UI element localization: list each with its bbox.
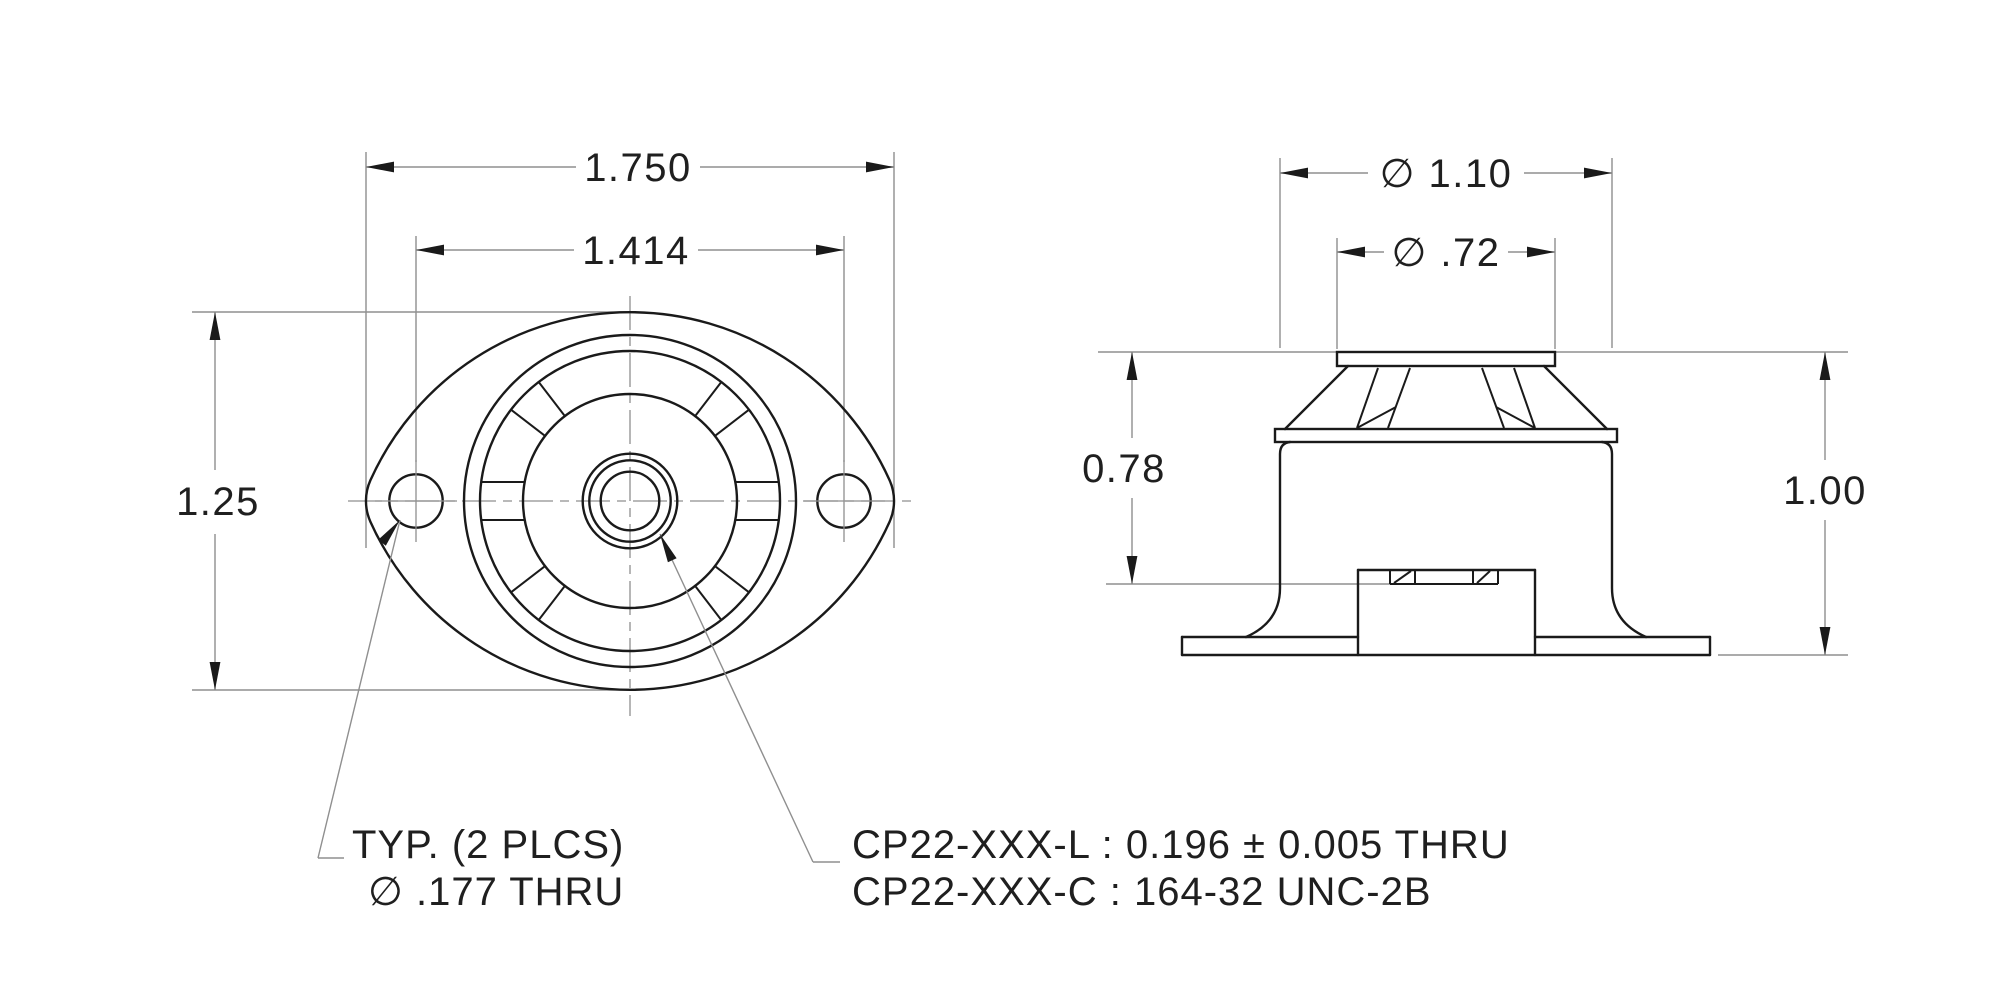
dim-hole-spacing: 1.414 (415, 229, 845, 462)
dim-side-overall-height: 1.00 (1783, 352, 1867, 655)
height-extension-lines (1098, 351, 1848, 656)
flange-outline (364, 311, 896, 691)
center-hole (581, 452, 679, 550)
body-circles (462, 333, 798, 669)
side-view: ∅ 1.10 ∅ .72 0.78 (1082, 152, 1867, 657)
front-view-centerlines (348, 296, 912, 716)
dim-flange-od-label: ∅ 1.10 (1380, 152, 1513, 196)
dim-cap-od-label: ∅ .72 (1391, 231, 1500, 275)
dim-hole-spacing-label: 1.414 (582, 229, 690, 273)
threaded-boss (1356, 568, 1537, 657)
side-view-part (1180, 350, 1712, 657)
dim-cap-od: ∅ .72 (1336, 231, 1556, 349)
cap (1335, 350, 1557, 368)
leader-hole-note: TYP. (2 PLCS) ∅ .177 THRU (317, 519, 624, 914)
base-plate (1180, 635, 1712, 657)
front-view: 1.750 1.414 1.25 (176, 146, 1510, 914)
dim-body-height-label: 0.78 (1082, 447, 1166, 491)
center-note-line2: CP22-XXX-C : 164-32 UNC-2B (852, 870, 1432, 914)
spoke-ribs (481, 381, 779, 621)
center-note-line1: CP22-XXX-L : 0.196 ± 0.005 THRU (852, 823, 1510, 867)
bell-cone (1283, 364, 1609, 431)
mounting-hole-left (375, 460, 457, 542)
dim-overall-width: 1.750 (365, 146, 895, 548)
dim-flange-od: ∅ 1.10 (1279, 152, 1613, 348)
dim-overall-height-label: 1.25 (176, 480, 260, 524)
body (1244, 440, 1648, 639)
dim-overall-width-label: 1.750 (584, 146, 692, 190)
dim-overall-height: 1.25 (176, 311, 636, 691)
dim-side-overall-height-label: 1.00 (1783, 469, 1867, 513)
washer-band (1273, 427, 1619, 444)
dim-body-height: 0.78 (1082, 352, 1166, 584)
hole-note-line1: TYP. (2 PLCS) (352, 823, 624, 867)
mounting-hole-right (803, 460, 885, 542)
leader-center-note: CP22-XXX-L : 0.196 ± 0.005 THRU CP22-XXX… (659, 533, 1510, 914)
hole-note-line2: ∅ .177 THRU (368, 870, 624, 914)
